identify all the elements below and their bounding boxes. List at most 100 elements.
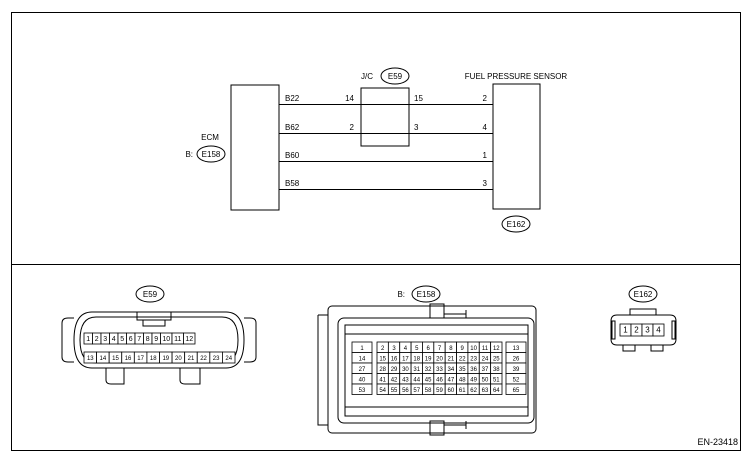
e158-pin-label: 18 xyxy=(413,356,420,362)
e158-pin-label: 30 xyxy=(402,367,409,373)
e158-pin-label: 8 xyxy=(449,346,453,352)
sensor-pin: 4 xyxy=(483,123,488,132)
e158-pin: 21 xyxy=(444,352,457,364)
e59-pin-label: 19 xyxy=(162,356,169,362)
e158-pin-label: 3 xyxy=(392,346,396,352)
e158-pin: 14 xyxy=(351,352,373,364)
e158-pin-label: 31 xyxy=(413,367,420,373)
e158-pin-label: 4 xyxy=(404,346,408,352)
ecm-connector-id: E158 xyxy=(202,150,221,159)
e158-pin: 27 xyxy=(351,362,373,374)
e158-pin: 33 xyxy=(433,362,446,374)
e59-connector-body xyxy=(61,311,257,385)
e59-pin-label: 22 xyxy=(200,356,207,362)
e158-pin: 4 xyxy=(399,341,412,353)
e158-pin: 18 xyxy=(410,352,423,364)
e158-pin: 1 xyxy=(351,341,373,353)
e158-pin: 42 xyxy=(387,373,401,385)
e162-pin: 3 xyxy=(641,323,654,337)
e59-pin: 19 xyxy=(159,351,173,364)
e158-pin: 43 xyxy=(399,373,412,385)
e158-pin-label: 60 xyxy=(448,388,455,394)
e158-pin: 5 xyxy=(410,341,423,353)
e59-pin-label: 11 xyxy=(174,336,181,343)
e158-pin-label: 37 xyxy=(482,367,489,373)
e158-pin: 8 xyxy=(444,341,457,353)
e158-pin-label: 2 xyxy=(381,346,385,352)
e158-pin: 19 xyxy=(422,352,435,364)
e158-pin: 12 xyxy=(490,341,503,353)
outer-frame xyxy=(11,12,741,451)
e59-pin: 1 xyxy=(83,332,93,345)
e158-pin: 16 xyxy=(387,352,401,364)
e158-pin-label: 11 xyxy=(482,346,489,352)
e158-pin-label: 35 xyxy=(459,367,466,373)
e158-pin: 25 xyxy=(490,352,503,364)
e59-pin-label: 23 xyxy=(213,356,220,362)
junction-right-pin: 3 xyxy=(414,123,419,132)
e158-pin-label: 56 xyxy=(402,388,409,394)
e158-pin-label: 65 xyxy=(513,388,520,394)
e158-pin: 54 xyxy=(376,383,389,395)
e158-pin-label: 36 xyxy=(470,367,477,373)
e158-pin: 41 xyxy=(376,373,389,385)
e158-pin-label: 25 xyxy=(493,356,500,362)
e158-pin-label: 9 xyxy=(461,346,465,352)
e158-pin: 7 xyxy=(433,341,446,353)
e59-pin-label: 16 xyxy=(125,356,132,362)
e158-pin-label: 41 xyxy=(379,377,386,383)
e158-pin-label: 51 xyxy=(493,377,500,383)
e59-pin: 15 xyxy=(108,351,123,364)
e158-pin: 31 xyxy=(410,362,423,374)
e162-connector-body xyxy=(610,308,677,352)
e158-pin: 3 xyxy=(387,341,401,353)
diagram-id: EN-23418 xyxy=(697,437,738,447)
e158-pin: 2 xyxy=(376,341,389,353)
junction-connector-id: E59 xyxy=(388,72,403,81)
e59-pin: 20 xyxy=(171,351,186,364)
e158-pin-label: 50 xyxy=(482,377,489,383)
e59-pin-label: 12 xyxy=(185,336,193,343)
e158-pin: 38 xyxy=(490,362,503,374)
e158-pin: 63 xyxy=(478,383,492,395)
e158-pin-label: 17 xyxy=(402,356,409,362)
e59-pin-label: 4 xyxy=(112,336,116,343)
e158-pin-label: 40 xyxy=(359,377,366,383)
e59-pin-label: 13 xyxy=(87,356,94,362)
e158-pin: 40 xyxy=(351,373,373,385)
e158-pin-label: 12 xyxy=(493,346,500,352)
e162-pin: 4 xyxy=(652,323,665,337)
e59-pin: 8 xyxy=(143,332,153,345)
e59-pin-label: 18 xyxy=(150,356,157,362)
e158-pin: 45 xyxy=(422,373,435,385)
ecm-box xyxy=(230,84,280,211)
e158-pin-label: 58 xyxy=(425,388,432,394)
e59-pin-label: 8 xyxy=(146,336,150,343)
e162-pin: 1 xyxy=(619,323,632,337)
e158-pin-label: 24 xyxy=(482,356,489,362)
sensor-connector-badge xyxy=(501,215,531,233)
e158-pin-label: 13 xyxy=(513,346,520,352)
e158-pin: 52 xyxy=(505,373,527,385)
e158-pin: 49 xyxy=(467,373,480,385)
e158-pin: 56 xyxy=(399,383,412,395)
e59-pin-label: 21 xyxy=(188,356,195,362)
e59-pin-label: 2 xyxy=(95,336,99,343)
sensor-label: FUEL PRESSURE SENSOR xyxy=(465,72,568,81)
e158-pin-label: 48 xyxy=(459,377,466,383)
e158-pin-label: 10 xyxy=(470,346,477,352)
e59-badge xyxy=(135,285,165,303)
e158-pin: 28 xyxy=(376,362,389,374)
e158-pin-label: 55 xyxy=(391,388,398,394)
e158-pin: 35 xyxy=(456,362,469,374)
sensor-pin: 1 xyxy=(483,151,488,160)
e158-pin-label: 7 xyxy=(438,346,442,352)
e158-pin: 59 xyxy=(433,383,446,395)
e158-pin-label: 63 xyxy=(482,388,489,394)
e59-pin: 17 xyxy=(133,351,148,364)
e158-pin: 30 xyxy=(399,362,412,374)
e158-pin: 62 xyxy=(467,383,480,395)
sensor-pin: 2 xyxy=(483,94,488,103)
e59-pin: 16 xyxy=(121,351,135,364)
